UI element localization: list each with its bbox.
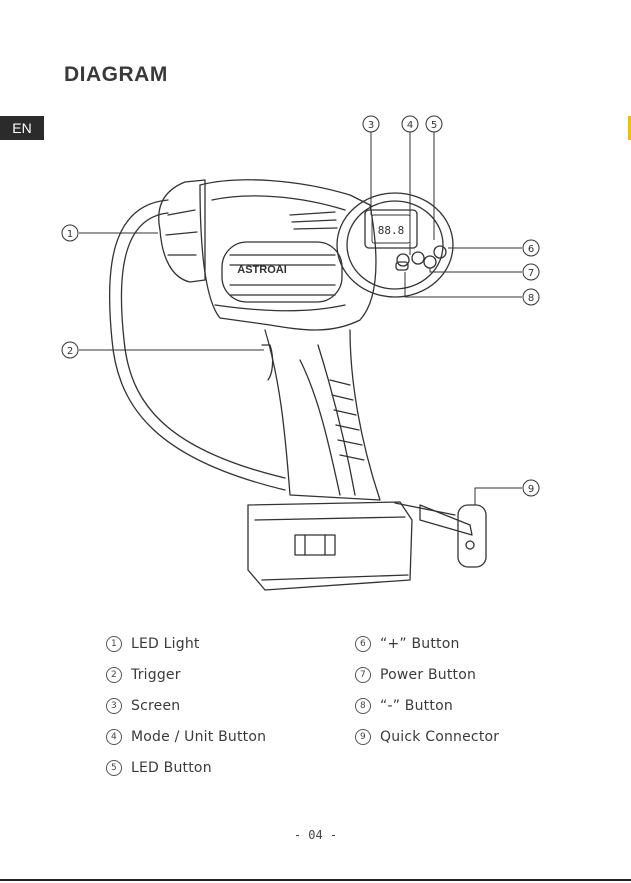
battery-base bbox=[248, 502, 412, 590]
page-number: - 04 - bbox=[0, 828, 631, 842]
legend-label: Trigger bbox=[131, 667, 181, 683]
footer-rule bbox=[0, 879, 631, 881]
handle bbox=[265, 330, 380, 500]
legend-item: 8 “-” Button bbox=[355, 690, 499, 721]
mode-unit-button-shape bbox=[397, 254, 409, 266]
legend-item: 1 LED Light bbox=[106, 628, 266, 659]
legend-number: 8 bbox=[355, 698, 371, 714]
legend-number: 2 bbox=[106, 667, 122, 683]
legend-number: 3 bbox=[106, 698, 122, 714]
legend-label: Quick Connector bbox=[380, 729, 499, 745]
brand-logo: ASTROAI bbox=[237, 264, 287, 276]
plus-button-shape bbox=[434, 246, 446, 258]
led-button-shape bbox=[412, 252, 424, 264]
legend-label: Screen bbox=[131, 698, 180, 714]
svg-text:5: 5 bbox=[431, 120, 437, 131]
lcd-digits: 88.8 bbox=[378, 224, 405, 237]
legend-label: Power Button bbox=[380, 667, 476, 683]
legend-label: “-” Button bbox=[380, 698, 453, 714]
callout-2: 2 bbox=[62, 342, 78, 358]
svg-text:6: 6 bbox=[528, 244, 534, 255]
legend-item: 7 Power Button bbox=[355, 659, 499, 690]
legend-number: 5 bbox=[106, 760, 122, 776]
callout-7: 7 bbox=[523, 264, 539, 280]
legend-item: 5 LED Button bbox=[106, 752, 266, 783]
legend-item: 2 Trigger bbox=[106, 659, 266, 690]
svg-text:8: 8 bbox=[528, 293, 534, 304]
svg-text:2: 2 bbox=[67, 346, 73, 357]
callout-3: 3 bbox=[363, 116, 379, 132]
callout-4: 4 bbox=[402, 116, 418, 132]
callout-markers: 1 2 3 4 5 6 7 8 9 bbox=[62, 116, 539, 496]
callout-6: 6 bbox=[523, 240, 539, 256]
svg-text:9: 9 bbox=[528, 484, 534, 495]
callout-8: 8 bbox=[523, 289, 539, 305]
legend-label: “+” Button bbox=[380, 636, 460, 652]
legend-number: 1 bbox=[106, 636, 122, 652]
legend-label: LED Button bbox=[131, 760, 212, 776]
legend-item: 4 Mode / Unit Button bbox=[106, 721, 266, 752]
inflator-diagram: 88.8 1 2 3 4 bbox=[0, 0, 631, 620]
legend-item: 9 Quick Connector bbox=[355, 721, 499, 752]
callout-9: 9 bbox=[523, 480, 539, 496]
legend-number: 6 bbox=[355, 636, 371, 652]
legend-column-left: 1 LED Light 2 Trigger 3 Screen 4 Mode / Unit… bbox=[106, 628, 266, 783]
legend-item: 6 “+” Button bbox=[355, 628, 499, 659]
legend-label: LED Light bbox=[131, 636, 200, 652]
callout-5: 5 bbox=[426, 116, 442, 132]
led-light-head bbox=[159, 180, 205, 282]
legend-number: 9 bbox=[355, 729, 371, 745]
legend-number: 4 bbox=[106, 729, 122, 745]
svg-text:3: 3 bbox=[368, 120, 374, 131]
display-head bbox=[337, 193, 453, 297]
legend-item: 3 Screen bbox=[106, 690, 266, 721]
svg-text:4: 4 bbox=[407, 120, 413, 131]
power-button-shape bbox=[424, 256, 436, 268]
callout-1: 1 bbox=[62, 225, 78, 241]
legend-label: Mode / Unit Button bbox=[131, 729, 266, 745]
legend-number: 7 bbox=[355, 667, 371, 683]
quick-connector bbox=[458, 505, 486, 567]
svg-text:7: 7 bbox=[528, 268, 534, 279]
svg-text:1: 1 bbox=[67, 229, 73, 240]
